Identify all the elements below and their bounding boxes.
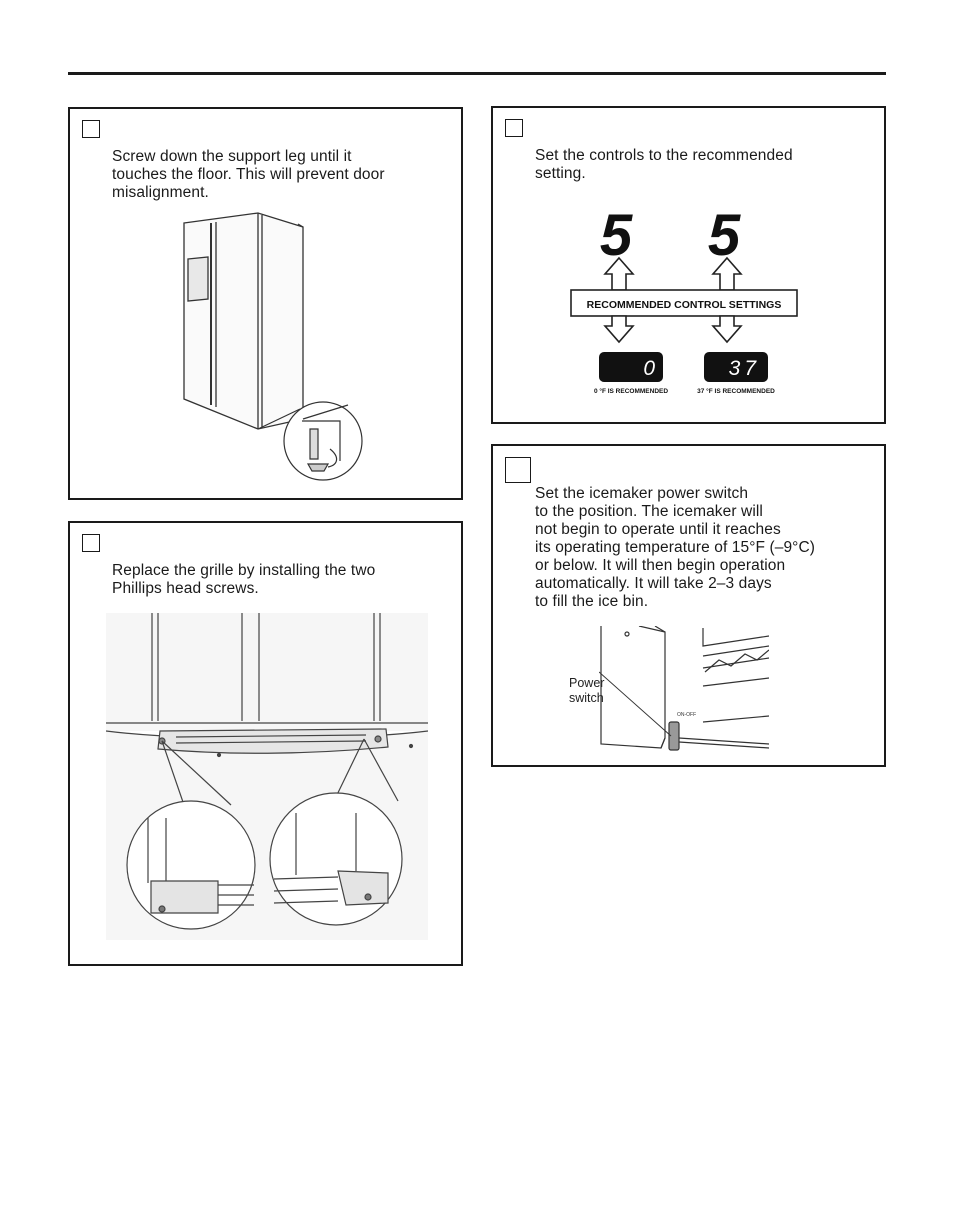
step-checkbox	[505, 457, 531, 483]
fridge-caption: 37 °F IS RECOMMENDED	[697, 387, 775, 395]
arrow-down-icon	[713, 316, 741, 342]
freezer-display-value: 0	[643, 357, 655, 380]
header-rule	[68, 72, 886, 75]
freezer-setting-digit: 5	[600, 203, 633, 268]
step-checkbox	[82, 534, 100, 552]
fridge-display-value: 37	[729, 357, 760, 380]
panel-support-leg: Screw down the support leg until it touc…	[68, 107, 463, 500]
panel-grille: Replace the grille by installing the two…	[68, 521, 463, 966]
step-checkbox	[505, 119, 523, 137]
controls-instructions: Set the controls to the recommended sett…	[535, 147, 793, 183]
freezer-caption: 0 °F IS RECOMMENDED	[594, 387, 668, 395]
support-leg-instructions: Screw down the support leg until it touc…	[112, 148, 385, 202]
recommended-banner-label: RECOMMENDED CONTROL SETTINGS	[587, 299, 782, 311]
icemaker-instructions: Set the icemaker power switch to the pos…	[535, 485, 815, 611]
recommended-settings-diagram: 5 5 RECOMMENDED CONTROL SETTINGS 0 37 0 …	[569, 200, 801, 395]
fridge-setting-digit: 5	[708, 203, 741, 268]
panel-icemaker: Set the icemaker power switch to the pos…	[491, 444, 886, 767]
step-checkbox	[82, 120, 100, 138]
grille-instructions: Replace the grille by installing the two…	[112, 562, 375, 598]
grille-screws-illustration	[106, 613, 428, 940]
refrigerator-support-leg-illustration	[178, 209, 368, 484]
arrow-down-icon	[605, 316, 633, 342]
icemaker-illustration: ON-OFF	[599, 626, 769, 756]
switch-label: ON-OFF	[677, 712, 696, 718]
panel-controls: Set the controls to the recommended sett…	[491, 106, 886, 424]
